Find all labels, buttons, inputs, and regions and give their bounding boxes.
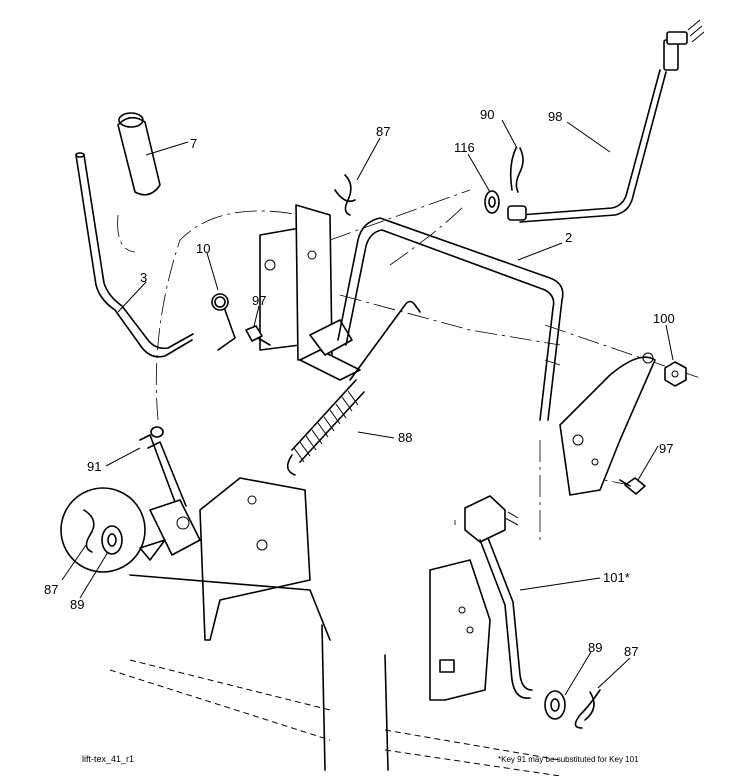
phantom-lines: [117, 189, 701, 540]
callout-91: 91: [87, 459, 101, 474]
callout-89-lower: 89: [588, 640, 602, 655]
callout-98: 98: [548, 109, 562, 124]
callout-2: 2: [565, 230, 572, 245]
callout-87-inset: 87: [44, 582, 58, 597]
callout-87-lower: 87: [624, 644, 638, 659]
part-87-hairpin-lower: [574, 689, 601, 729]
leader-lines: [61, 119, 674, 696]
footnote: *Key 91 may be substituted for Key 101: [498, 755, 639, 764]
callout-101: 101*: [603, 570, 630, 585]
callout-90: 90: [480, 107, 494, 122]
part-101-arm: [464, 495, 533, 699]
part-88-extension-spring: [286, 300, 421, 476]
part-97-bolt-upper: [245, 325, 271, 346]
callout-88: 88: [398, 430, 412, 445]
callout-7: 7: [190, 136, 197, 151]
part-97-bolt-lower: [619, 477, 646, 495]
deck-bracket-left: [109, 477, 331, 771]
part-90-hairpin-clip: [509, 147, 524, 193]
deck-bracket-right: [384, 559, 561, 776]
detail-inset: [60, 487, 166, 573]
figure-id: lift-tex_41_r1: [82, 754, 134, 764]
part-7-grip: [117, 112, 161, 196]
callout-3: 3: [140, 270, 147, 285]
part-116-washer: [484, 190, 500, 214]
callout-97-upper: 97: [252, 293, 266, 308]
callout-100: 100: [653, 311, 675, 326]
right-pivot-plate: [559, 352, 656, 496]
part-100-nut: [664, 361, 687, 387]
callout-89-inset: 89: [70, 597, 84, 612]
part-89-washer: [544, 690, 566, 720]
part-98-lift-link: [507, 19, 705, 223]
part-3-lift-handle: [75, 152, 194, 358]
part-10-torsion-spring: [211, 293, 236, 351]
callout-97-lower: 97: [659, 441, 673, 456]
lift-bracket: [259, 204, 361, 381]
callout-116: 116: [454, 140, 475, 155]
part-87-hairpin-upper: [334, 174, 356, 216]
callout-87-upper: 87: [376, 124, 390, 139]
callout-10: 10: [196, 241, 210, 256]
callout-labels: 7 87 90 98 116 2 3 10 97 100 88 91 97 10…: [44, 107, 675, 659]
footer: lift-tex_41_r1 *Key 91 may be substitute…: [82, 754, 639, 764]
part-2-lift-shaft: [337, 217, 564, 421]
